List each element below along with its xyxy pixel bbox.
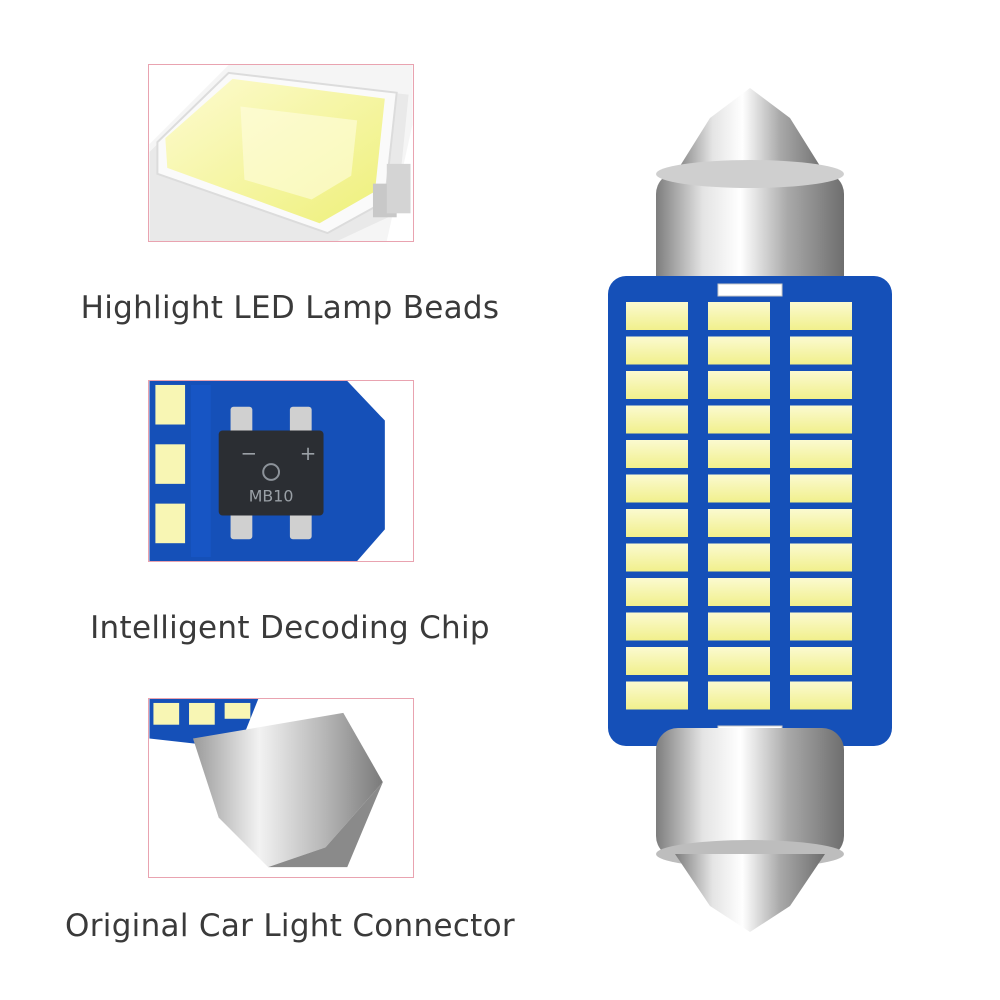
feature-caption-connector: Original Car Light Connector [65, 908, 515, 944]
chip-plus-sign: + [300, 442, 317, 465]
led-chip [790, 336, 852, 365]
led-chip [790, 371, 852, 399]
led-chip [708, 681, 770, 710]
led-chip [708, 509, 770, 537]
chip-minus-sign: − [240, 442, 257, 465]
led-chip [626, 543, 688, 572]
festoon-bulb-image [600, 88, 900, 932]
led-chip [790, 578, 852, 606]
led-chip [790, 302, 852, 330]
led-chip [626, 405, 688, 434]
led-chip [790, 474, 852, 503]
decoding-chip-image-panel: − + MB10 [148, 380, 414, 562]
led-bead-icon [149, 65, 413, 241]
led-chip [708, 543, 770, 572]
led-chip [626, 509, 688, 537]
led-chip [626, 681, 688, 710]
led-chip [790, 681, 852, 710]
led-chip [626, 336, 688, 365]
led-bead-image-panel [148, 64, 414, 242]
led-chip [790, 509, 852, 537]
festoon-bulb-icon [608, 88, 892, 932]
led-chip [708, 440, 770, 468]
led-chip [626, 302, 688, 330]
led-chip [790, 405, 852, 434]
led-chip [626, 371, 688, 399]
led-chip-grid [626, 302, 852, 710]
led-chip [790, 612, 852, 641]
led-chip [708, 578, 770, 606]
feature-caption-led-beads: Highlight LED Lamp Beads [80, 290, 500, 326]
led-chip [708, 405, 770, 434]
connector-cap-icon [149, 699, 383, 868]
led-chip [626, 474, 688, 503]
led-chip [790, 543, 852, 572]
feature-caption-decoding-chip: Intelligent Decoding Chip [90, 610, 490, 646]
led-chip [790, 440, 852, 468]
connector-image-panel [148, 698, 414, 878]
led-chip [708, 302, 770, 330]
led-chip [708, 336, 770, 365]
chip-marking-label: MB10 [249, 487, 294, 506]
led-chip [790, 647, 852, 675]
led-chip [626, 612, 688, 641]
led-chip [626, 647, 688, 675]
led-chip [626, 578, 688, 606]
led-chip [708, 474, 770, 503]
decoding-chip-icon: − + MB10 [149, 381, 385, 561]
led-chip [708, 371, 770, 399]
led-chip [708, 647, 770, 675]
led-chip [708, 612, 770, 641]
led-chip [626, 440, 688, 468]
